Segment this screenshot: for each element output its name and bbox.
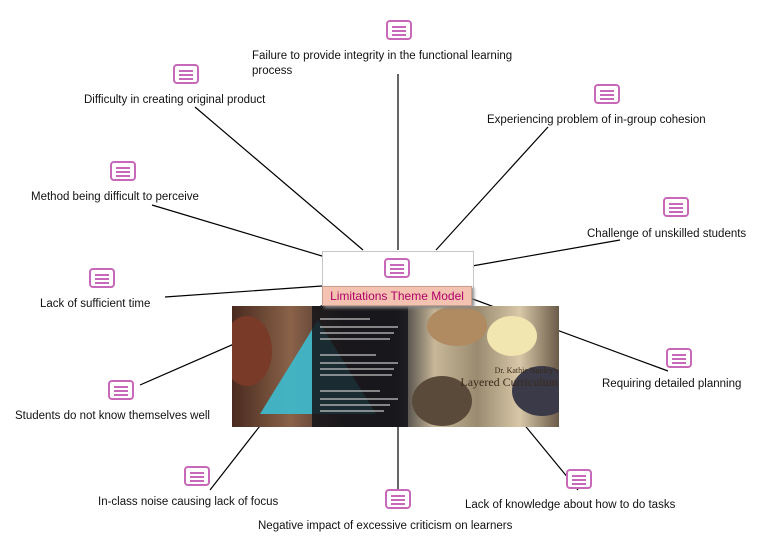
notes-icon[interactable] [110,161,136,181]
notes-icon[interactable] [566,469,592,489]
node-label-noise: In-class noise causing lack of focus [98,496,279,508]
notes-icon[interactable] [594,84,620,104]
node-label-time: Lack of sufficient time [40,298,151,310]
node-label-cohesion: Experiencing problem of in-group cohesio… [487,114,706,126]
link-cohesion [435,126,549,251]
notes-icon[interactable] [386,20,412,40]
node-label-original: Difficulty in creating original product [84,94,266,106]
notes-icon[interactable] [385,489,411,509]
notes-icon[interactable] [108,380,134,400]
link-time [164,285,323,298]
notes-icon[interactable] [663,197,689,217]
node-label-unskilled: Challenge of unskilled students [587,228,747,240]
book-cover-text: Dr. Kathie Nunley's Layered Curriculum [428,366,558,390]
layered-curriculum-image: Dr. Kathie Nunley's Layered Curriculum [232,306,559,427]
node-label-criticism: Negative impact of excessive criticism o… [258,520,513,532]
node-label-planning: Requiring detailed planning [602,378,742,390]
notes-icon[interactable] [184,466,210,486]
notes-icon[interactable] [89,268,115,288]
node-label-themselves: Students do not know themselves well [15,410,210,422]
book-title: Layered Curriculum [460,375,558,389]
center-title: Limitations Theme Model [322,286,472,306]
notes-icon[interactable] [666,348,692,368]
node-label-perceive: Method being difficult to perceive [31,191,199,203]
link-perceive [151,204,323,257]
node-label-knowledge: Lack of knowledge about how to do tasks [465,499,676,511]
notes-icon[interactable] [173,64,199,84]
notes-icon [384,258,410,278]
node-label-integrity: Failure to provide integrity in the func… [252,50,513,77]
link-unskilled [471,239,621,267]
text-panel [312,306,408,427]
link-original [194,106,364,251]
book-author: Dr. Kathie Nunley's [494,366,558,375]
